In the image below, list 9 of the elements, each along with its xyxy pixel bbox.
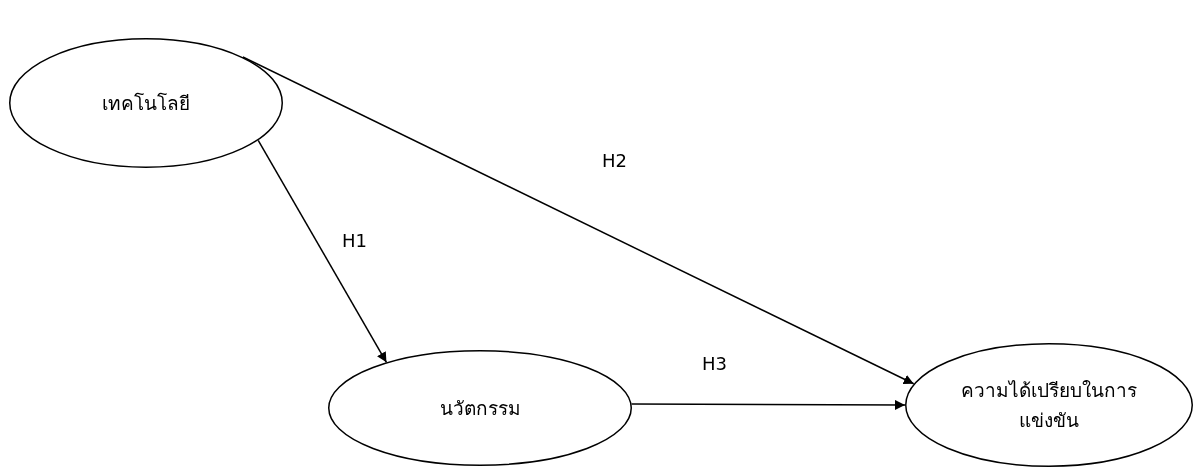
ellipse-node bbox=[328, 350, 632, 466]
arrow bbox=[242, 56, 915, 385]
node-label: นวัตกรรม bbox=[439, 395, 521, 421]
node-label: ความได้เปรียบในการแข่งขัน bbox=[960, 377, 1138, 433]
arrow bbox=[257, 139, 388, 364]
node-label: เทคโนโลยี bbox=[102, 90, 190, 116]
ellipse-node bbox=[9, 38, 283, 168]
arrow bbox=[630, 399, 906, 410]
ellipse-node bbox=[905, 343, 1193, 467]
